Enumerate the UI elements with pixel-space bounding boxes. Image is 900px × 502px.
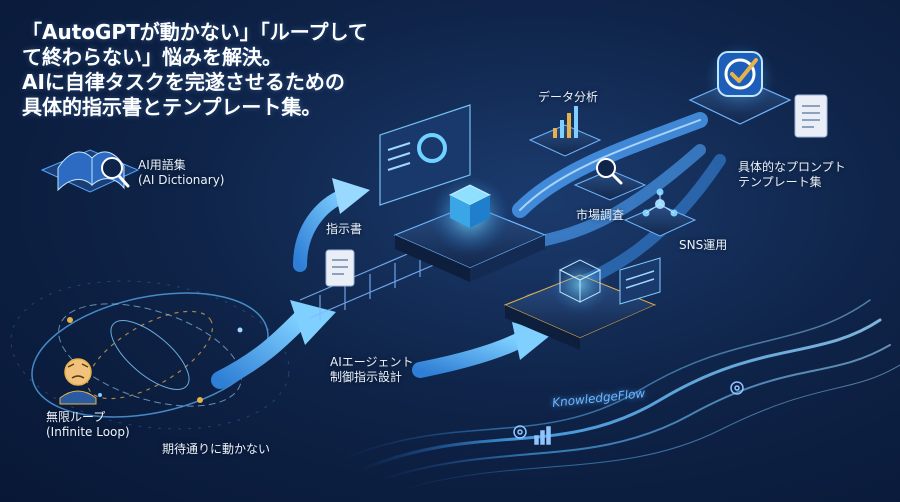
flow-waves — [339, 299, 900, 491]
prompt-templates-label-line-1: 具体的なプロンプト — [738, 160, 846, 174]
sns-label: SNS運用 — [679, 238, 728, 252]
infinite-loop-vortex — [10, 280, 290, 430]
document-icon — [794, 94, 828, 138]
scroll-icon — [325, 249, 355, 287]
upper-arrow — [293, 178, 370, 272]
dashboard-screen — [379, 104, 471, 206]
not-working-label: 期待通りに動かない — [162, 442, 271, 456]
infinite-loop-label-line-2: (Infinite Loop) — [46, 425, 130, 439]
gear-icon — [513, 381, 744, 445]
bar-chart-icon — [528, 106, 602, 157]
magnifier-icon — [573, 158, 647, 201]
infinite-loop-label-line-1: 無限ループ — [46, 410, 106, 424]
prompt-templates-label-line-2: テンプレート集 — [738, 175, 822, 189]
market-research-label: 市場調査 — [576, 208, 625, 222]
headline-line-3: AIに自律タスクを完遂させるための — [22, 70, 345, 94]
stressed-person-icon — [59, 358, 97, 405]
agent-design-label: AIエージェント 制御指示設計 — [330, 355, 414, 385]
instructions-label: 指示書 — [326, 222, 363, 236]
network-icon — [623, 188, 697, 237]
agent-design-label-line-1: AIエージェント — [330, 355, 414, 369]
checkmark-badge-icon — [688, 42, 792, 125]
central-platform — [393, 175, 547, 282]
data-analysis-label: データ分析 — [538, 90, 599, 104]
headline: 「AutoGPTが動かない」「ループして て終わらない」悩みを解決。 AIに自律… — [22, 20, 402, 120]
glossary-label-line-2: (AI Dictionary) — [138, 173, 225, 187]
agent-design-label-line-2: 制御指示設計 — [330, 370, 403, 384]
headline-line-2: て終わらない」悩みを解決。 — [22, 45, 282, 69]
glossary-label: AI用語集 (AI Dictionary) — [138, 158, 224, 188]
prompt-templates-label: 具体的なプロンプト テンプレート集 — [738, 160, 846, 190]
infinite-loop-label: 無限ループ (Infinite Loop) — [46, 410, 130, 440]
headline-line-1: 「AutoGPTが動かない」「ループして — [22, 20, 368, 44]
headline-line-4: 具体的指示書とテンプレート集。 — [22, 95, 322, 119]
book-magnifier-icon — [40, 149, 140, 193]
glossary-label-line-1: AI用語集 — [138, 158, 186, 172]
side-panel — [619, 257, 661, 305]
lower-platform — [503, 255, 657, 350]
